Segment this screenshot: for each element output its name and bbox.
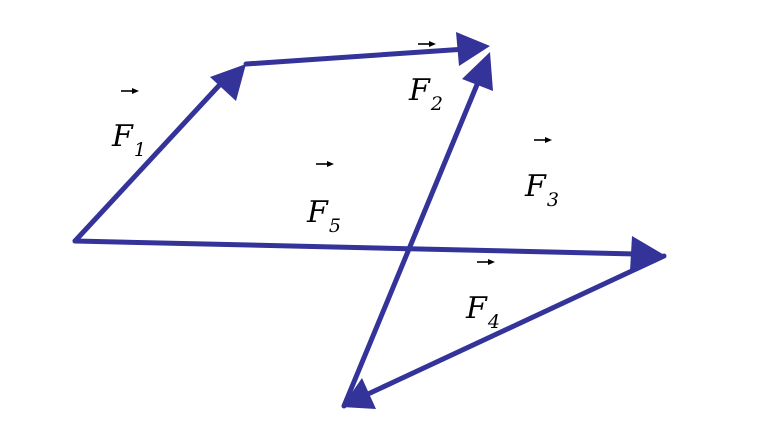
- label-f5-index: 5: [329, 215, 341, 237]
- vector-f2-shaft: [243, 46, 469, 67]
- label-f1-index: 1: [134, 139, 146, 161]
- vector-f1: [72, 64, 246, 244]
- label-f4-symbol: F: [465, 291, 488, 326]
- label-f4-vector-arrowhead: [488, 259, 495, 265]
- vector-f4: [342, 253, 667, 409]
- vector-f1-arrowhead: [210, 64, 246, 101]
- vector-f3-arrowhead: [462, 52, 493, 91]
- svg-text:F2: F2: [408, 73, 443, 115]
- svg-text:F3: F3: [524, 169, 559, 211]
- label-f2-index: 2: [430, 93, 443, 115]
- vector-f5-arrowhead: [630, 236, 666, 271]
- label-f1: F1: [111, 88, 146, 161]
- vector-f2: [243, 32, 490, 67]
- label-f2: F2: [408, 41, 443, 115]
- label-f1-vector-arrowhead: [132, 88, 139, 94]
- vector-f3-shaft: [341, 72, 484, 409]
- label-f5-vector-arrowhead: [327, 161, 334, 167]
- svg-text:F1: F1: [111, 119, 146, 161]
- label-f3: F3: [524, 137, 559, 211]
- vector-f3: [341, 52, 493, 409]
- vector-f1-shaft: [72, 75, 229, 244]
- vector-f5: [72, 236, 666, 271]
- vector-f4-shaft: [365, 253, 667, 397]
- vector-f5-shaft: [72, 238, 639, 257]
- svg-text:F5: F5: [306, 195, 341, 237]
- label-f3-index: 3: [547, 189, 559, 211]
- label-f5-symbol: F: [306, 195, 329, 230]
- label-f4: F4: [465, 259, 500, 333]
- label-f3-symbol: F: [524, 169, 547, 204]
- label-f1-symbol: F: [111, 119, 134, 154]
- svg-text:F4: F4: [465, 291, 500, 333]
- label-f3-vector-arrowhead: [545, 137, 552, 143]
- label-f5: F5: [306, 161, 341, 237]
- vector-f2-arrowhead: [456, 32, 490, 66]
- label-f2-symbol: F: [408, 73, 431, 108]
- label-f4-index: 4: [487, 311, 500, 333]
- vector-f4-arrowhead: [342, 378, 376, 409]
- label-f2-vector-arrowhead: [429, 41, 436, 47]
